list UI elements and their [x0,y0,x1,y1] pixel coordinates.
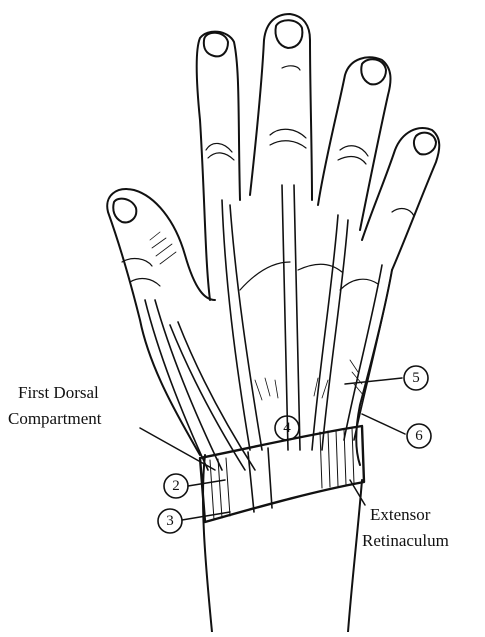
dorsal-shading [150,232,364,400]
fingernails [113,20,436,222]
compartment-2-marker: 2 [164,474,188,498]
compartment-3-label: 3 [166,513,174,529]
first-dorsal-line2: Compartment [8,409,102,428]
extensor-line1: Extensor [370,505,431,524]
compartment-6-marker: 6 [407,424,431,448]
hand-outline [107,14,439,465]
first-dorsal-compartment-label: First Dorsal Compartment [8,383,102,428]
compartment-4-label: 4 [283,420,291,436]
extensor-line2: Retinaculum [362,531,449,550]
compartment-5-marker: 5 [404,366,428,390]
compartment-3-marker: 3 [158,509,182,533]
leader-lines [140,378,405,520]
compartment-5-label: 5 [412,370,420,386]
extensor-retinaculum [200,426,364,522]
extensor-retinaculum-label: Extensor Retinaculum [362,505,449,550]
first-dorsal-line1: First Dorsal [18,383,99,402]
compartment-6-label: 6 [415,428,423,444]
compartment-2-label: 2 [172,478,180,494]
